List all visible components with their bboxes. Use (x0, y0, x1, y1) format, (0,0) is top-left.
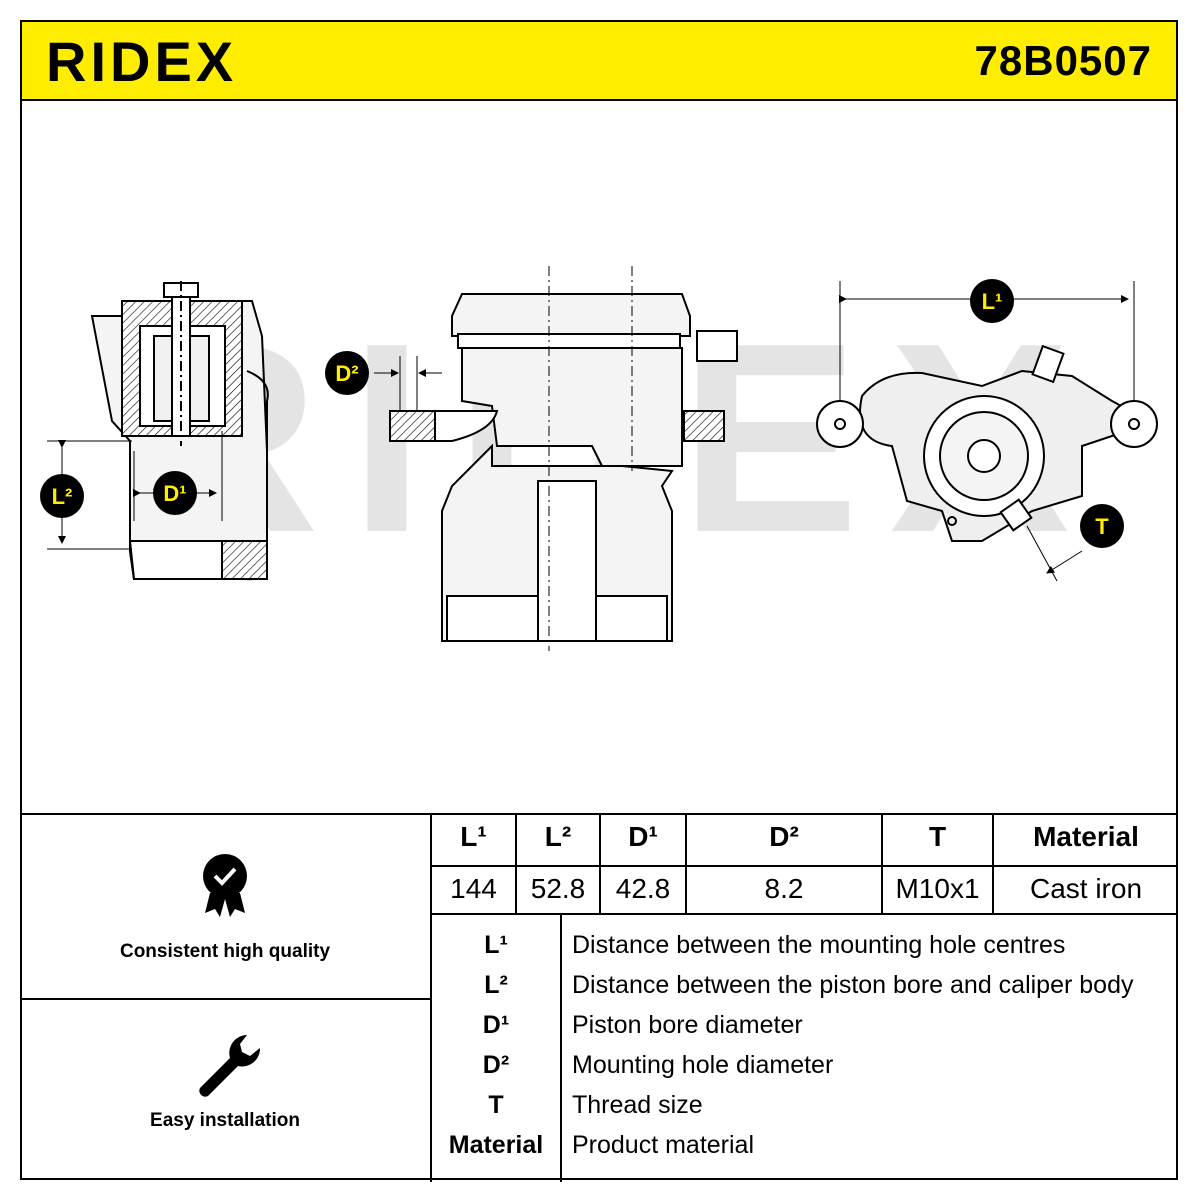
value-material: Cast iron (1029, 873, 1143, 904)
caliper-side-view (816, 281, 1158, 582)
callout-l1: L¹ (970, 279, 1014, 323)
section-divider (430, 815, 432, 1182)
legend-key: Material (448, 1131, 544, 1159)
header-d2: D² (769, 821, 799, 852)
legend-desc: Distance between the piston bore and cal… (572, 971, 1134, 999)
value-l1: 144 (450, 873, 497, 904)
legend-key: D¹ (482, 1011, 510, 1039)
callout-d2: D² (325, 351, 369, 395)
feature-quality: Consistent high quality (20, 815, 430, 1000)
legend-desc: Product material (572, 1131, 755, 1159)
header-l1: L¹ (460, 821, 487, 852)
spec-section: Consistent high quality Easy installatio… (20, 813, 1178, 1182)
value-d2: 8.2 (764, 873, 804, 904)
header-t: T (928, 821, 947, 852)
feature-installation-label: Easy installation (150, 1110, 300, 1131)
caliper-section-view (47, 281, 269, 581)
wrench-icon (199, 1035, 261, 1097)
callout-l2: L² (40, 474, 84, 518)
legend-table: L¹ Distance between the mounting hole ce… (432, 915, 1178, 1182)
header-bar: RIDEX 78B0507 (20, 20, 1178, 101)
legend-desc: Mounting hole diameter (572, 1051, 834, 1079)
svg-text:T: T (1095, 514, 1109, 539)
quality-badge-icon (203, 854, 247, 917)
value-t: M10x1 (895, 873, 980, 904)
caliper-drawing: RIDEX (40, 266, 1158, 651)
legend-key: L² (484, 971, 508, 999)
legend-desc: Thread size (572, 1091, 703, 1119)
header-material: Material (1033, 821, 1139, 852)
value-d1: 42.8 (615, 873, 671, 904)
callout-d1: D¹ (153, 471, 197, 515)
part-number: 78B0507 (974, 37, 1152, 84)
legend-row: D¹ Piston bore diameter (432, 1011, 1178, 1051)
header-l2: L² (544, 821, 572, 852)
legend-key: D² (482, 1051, 510, 1079)
legend-row: T Thread size (432, 1091, 1178, 1131)
legend-desc: Piston bore diameter (572, 1011, 803, 1039)
feature-quality-label: Consistent high quality (119, 941, 331, 962)
svg-text:L²: L² (52, 484, 73, 509)
header-d1: D¹ (628, 821, 658, 852)
svg-text:D¹: D¹ (163, 481, 186, 506)
callout-t: T (1080, 504, 1124, 548)
dimension-table: L¹ L² D¹ D² T Material 144 52.8 42.8 8.2… (432, 815, 1178, 915)
caliper-front-view (374, 266, 738, 651)
feature-installation: Easy installation (20, 1000, 430, 1182)
legend-row: D² Mounting hole diameter (432, 1051, 1178, 1091)
brand-logo: RIDEX (46, 30, 238, 93)
svg-text:D²: D² (335, 361, 358, 386)
legend-desc: Distance between the mounting hole centr… (572, 931, 1066, 959)
legend-row: L¹ Distance between the mounting hole ce… (432, 931, 1178, 971)
legend-row: Material Product material (432, 1131, 1178, 1171)
svg-text:L¹: L¹ (982, 289, 1003, 314)
legend-key: T (488, 1091, 504, 1119)
legend-row: L² Distance between the piston bore and … (432, 971, 1178, 1011)
legend-key: L¹ (484, 931, 508, 959)
value-l2: 52.8 (530, 873, 586, 904)
